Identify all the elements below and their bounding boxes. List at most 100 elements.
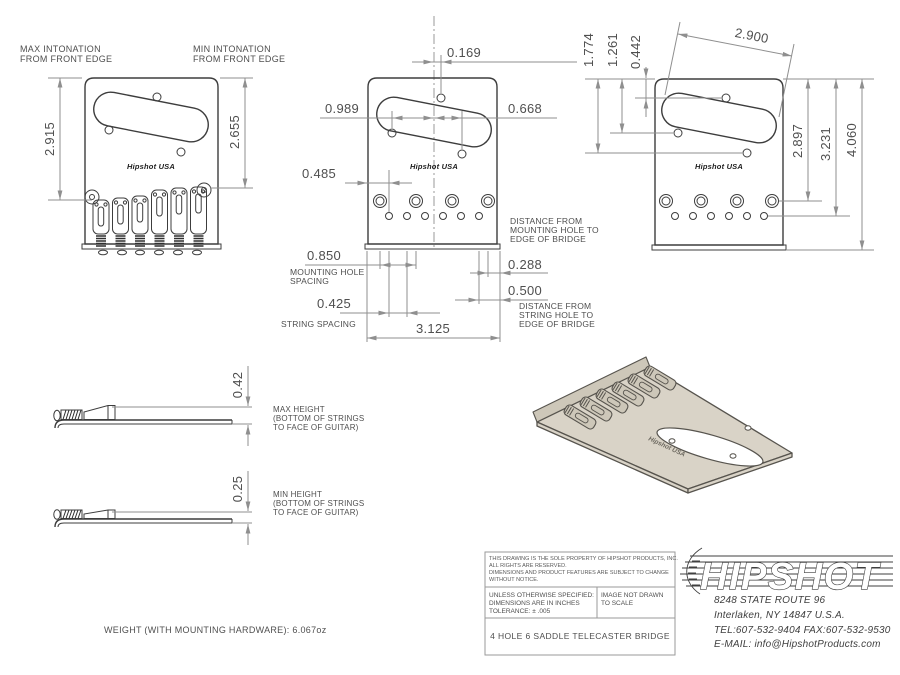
iso-pickup-cutout: [656, 427, 764, 467]
dim-string-hole-v: 3.231: [818, 127, 833, 161]
label-min-height-line1: MIN HEIGHT: [273, 490, 322, 499]
plate-logo-text: Hipshot USA: [410, 162, 458, 171]
side-view-max-height: 0.42 MAX HEIGHT (BOTTOM OF STRINGS TO FA…: [53, 366, 364, 446]
view-top-assembled: MAX INTONATION FROM FRONT EDGE MIN INTON…: [20, 44, 285, 256]
address-line2: Interlaken, NY 14847 U.S.A.: [714, 610, 845, 621]
mounting-screw-heads: [98, 249, 202, 256]
string-holes: [671, 212, 768, 220]
dim-min-intonation: 2.655: [227, 115, 242, 149]
saddle-profile: [83, 405, 116, 420]
pickup-screw-hole: [104, 125, 114, 135]
dim-width: 3.125: [416, 321, 450, 336]
dim-max-height: 0.42: [230, 372, 245, 399]
dim-edge-to-string-hole: 0.485: [302, 166, 336, 181]
notice-line3: DIMENSIONS AND PRODUCT FEATURES ARE SUBJ…: [489, 570, 669, 576]
dim-mounting-spacing: 0.850: [307, 248, 341, 263]
mounting-washer: [84, 189, 100, 205]
mounting-washer: [196, 182, 212, 198]
iso-screw-hole: [668, 438, 676, 444]
pickup-cutout: [661, 92, 777, 144]
label-mounting-edge-line3: EDGE OF BRIDGE: [510, 234, 586, 244]
title-block: THIS DRAWING IS THE SOLE PROPERTY OF HIP…: [484, 547, 893, 656]
dim-pickup-left: 0.989: [325, 101, 359, 116]
spec-line3: TOLERANCE: ± .005: [489, 608, 551, 615]
pickup-screw-hole: [387, 128, 397, 138]
mounting-holes: [373, 194, 495, 208]
label-max-intonation-line1: MAX INTONATION: [20, 44, 101, 54]
bridge-plate-flange: [364, 243, 501, 250]
dim-mount-hole-v: 2.897: [790, 124, 805, 158]
dim-pickup-right: 0.668: [508, 101, 542, 116]
scale-note-line2: TO SCALE: [601, 600, 634, 607]
saddle: [170, 187, 188, 247]
label-string-edge-line3: EDGE OF BRIDGE: [519, 319, 595, 329]
logo-speed-lines: [680, 555, 893, 587]
label-min-intonation-line2: FROM FRONT EDGE: [193, 54, 285, 64]
part-title: 4 HOLE 6 SADDLE TELECASTER BRIDGE: [490, 631, 670, 641]
plate-logo-text: Hipshot USA: [695, 162, 743, 171]
mounting-holes: [659, 194, 779, 208]
dim-hole2: 1.261: [605, 33, 620, 67]
pickup-screw-hole: [152, 92, 162, 102]
iso-back-wall: [532, 356, 651, 423]
label-mounting-spacing-line2: SPACING: [290, 276, 329, 286]
intonation-screw: [53, 509, 83, 520]
iso-saddle: [611, 381, 645, 407]
bridge-plate-flange: [651, 244, 787, 251]
pickup-screw-hole: [436, 93, 446, 103]
address-line4: E-MAIL: info@HipshotProducts.com: [714, 639, 881, 650]
label-string-spacing: STRING SPACING: [281, 319, 356, 329]
isometric-view: Hipshot USA: [532, 356, 793, 494]
view-bottom-pickup-dims: Hipshot USA 1.774 1.261 0.442 2.900: [581, 21, 874, 251]
iso-saddle: [563, 404, 597, 430]
label-max-intonation-line2: FROM FRONT EDGE: [20, 54, 112, 64]
title-block-border: [484, 551, 676, 656]
pickup-screw-hole: [673, 128, 683, 138]
notice-line4: WITHOUT NOTICE.: [489, 577, 539, 583]
bridge-plate-flange: [81, 243, 222, 250]
bridge-plate-outline: [84, 77, 219, 245]
label-min-intonation-line1: MIN INTONATION: [193, 44, 271, 54]
label-min-height-line3: TO FACE OF GUITAR): [273, 508, 359, 517]
extension-line: [664, 21, 681, 96]
address-line1: 8248 STATE ROUTE 96: [714, 595, 825, 606]
bridge-plate-outline: [367, 77, 498, 245]
mounting-washer-hole: [89, 194, 95, 200]
dim-pickup-length: 2.900: [734, 25, 770, 46]
brand-wordmark: HIPSHOT: [700, 556, 881, 598]
plate-profile-bottom: [57, 519, 233, 528]
plate-profile-bottom: [57, 420, 233, 429]
view-bottom-holes: Hipshot USA 0.169 0.989 0.668: [281, 16, 599, 342]
string-holes: [385, 212, 483, 220]
saddle: [190, 186, 207, 247]
saddle-profile: [83, 509, 116, 519]
dim-string-edge: 0.500: [508, 283, 542, 298]
pickup-screw-hole: [721, 93, 731, 103]
pickup-screw-hole: [176, 147, 186, 157]
notice-line2: ALL RIGHTS ARE RESERVED.: [489, 563, 567, 569]
dim-min-height: 0.25: [230, 476, 245, 503]
dim-hole1: 0.442: [628, 35, 643, 69]
dim-hole3: 1.774: [581, 33, 596, 67]
saddle: [131, 195, 149, 247]
iso-saddle: [643, 365, 677, 391]
pickup-cutout: [93, 91, 209, 143]
label-max-height-line2: (BOTTOM OF STRINGS: [273, 414, 364, 423]
pickup-screw-hole: [457, 149, 467, 159]
spec-line1: UNLESS OTHERWISE SPECIFIED:: [489, 592, 594, 599]
dim-string-spacing: 0.425: [317, 296, 351, 311]
pickup-cutout: [376, 96, 492, 148]
label-max-height-line3: TO FACE OF GUITAR): [273, 423, 359, 432]
logo-flourish: [686, 547, 703, 595]
dim-pickup-offset: 0.169: [447, 45, 481, 60]
bridge-plate-outline: [654, 78, 784, 246]
label-min-height-line2: (BOTTOM OF STRINGS: [273, 499, 364, 508]
label-max-height-line1: MAX HEIGHT: [273, 405, 325, 414]
dim-mounting-edge: 0.288: [508, 257, 542, 272]
hipshot-logo: HIPSHOT: [680, 547, 893, 599]
saddle: [92, 199, 110, 247]
dimension-line: [677, 33, 793, 57]
pickup-screw-hole: [742, 148, 752, 158]
dim-total-height: 4.060: [844, 123, 859, 157]
